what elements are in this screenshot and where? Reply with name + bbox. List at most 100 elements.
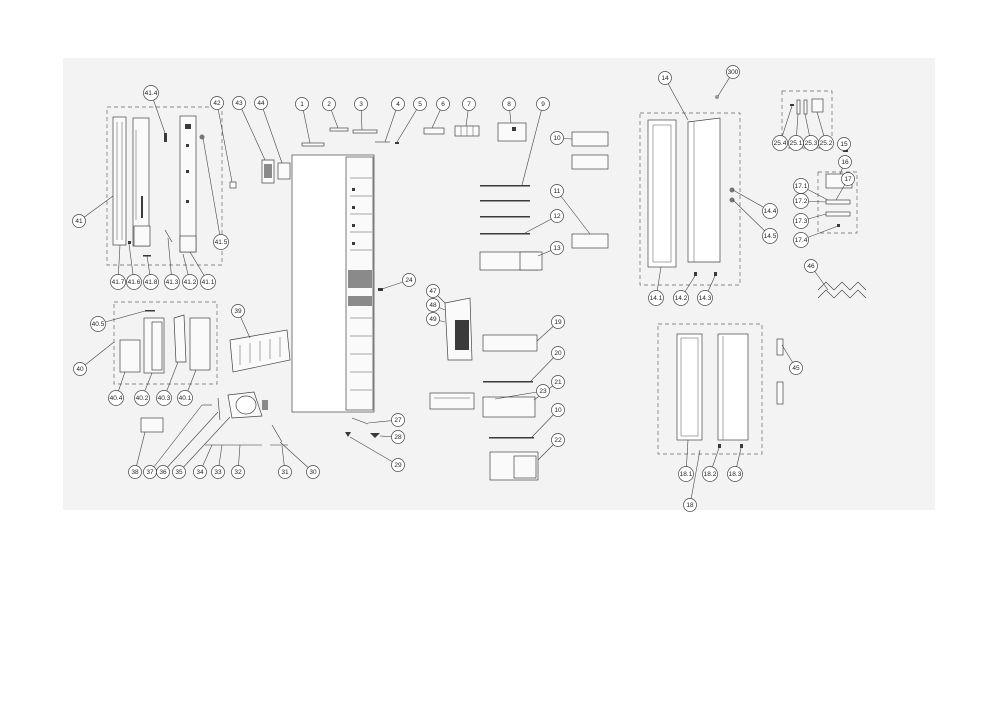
callout-label: 9: [541, 101, 545, 108]
callout-leader: [79, 341, 115, 370]
callout-label: 47: [429, 288, 437, 295]
callout-circle: [550, 241, 564, 255]
callout-bubble: 37: [143, 465, 157, 479]
callout-bubble: 32: [231, 465, 245, 479]
callout-label: 14.2: [675, 295, 688, 302]
callout-circle: [762, 203, 778, 219]
callout-label: 32: [234, 469, 242, 476]
callout-circle: [551, 346, 565, 360]
callout-bubble: 14: [658, 71, 672, 85]
group-frame-40: [113, 301, 218, 385]
callout-circle: [128, 465, 142, 479]
callout-label: 40.1: [179, 395, 192, 402]
callout-bubble: 6: [436, 97, 450, 111]
callout-label: 25.3: [805, 140, 818, 147]
callout-bubble: 5: [413, 97, 427, 111]
callout-bubble: 11: [550, 184, 564, 198]
callout-leader: [134, 431, 146, 473]
part-41-6-pad: [128, 241, 131, 244]
callout-label: 31: [281, 469, 289, 476]
callout-bubble: 25.3: [803, 135, 819, 151]
callout-bubble: 42: [210, 96, 224, 110]
callout-label: 41.6: [128, 279, 141, 286]
part-7-block: [454, 125, 480, 137]
callout-circle: [841, 172, 855, 186]
callout-leader: [732, 199, 771, 237]
group-frame-18: [657, 323, 763, 455]
callout-label: 8: [507, 101, 511, 108]
callout-label: 20: [554, 350, 562, 357]
callout-label: 36: [159, 469, 167, 476]
callout-circle: [210, 96, 224, 110]
callout-circle: [143, 85, 159, 101]
part-24-pin: [378, 288, 383, 291]
callout-leader: [202, 137, 222, 243]
callout-bubble: 22: [551, 433, 565, 447]
callout-label: 40.4: [110, 395, 123, 402]
callout-circle: [683, 498, 697, 512]
callout-label: 17.1: [795, 183, 808, 190]
callout-circle: [231, 465, 245, 479]
callout-label: 21: [554, 379, 562, 386]
part-18-2-hinge: [718, 444, 721, 448]
callout-label: 18.1: [680, 471, 693, 478]
callout-label: 33: [214, 469, 222, 476]
callout-bubble: 2: [322, 97, 336, 111]
part-18-3-hinge: [740, 444, 743, 448]
part-14-4-plug: [729, 187, 735, 193]
callout-bubble: 38: [128, 465, 142, 479]
callout-circle: [818, 135, 834, 151]
part-41-3-rod: [164, 229, 173, 243]
callout-bubble: 40.5: [90, 316, 106, 332]
part-13-drawer: [479, 251, 543, 271]
callout-label: 41.5: [215, 239, 228, 246]
callout-bubble: 3: [354, 97, 368, 111]
part-41-channel: [132, 117, 151, 247]
callout-bubble: 41.4: [143, 85, 159, 101]
part-15-clip: [843, 150, 848, 152]
callout-label: 40.2: [136, 395, 149, 402]
callout-circle: [673, 290, 689, 306]
callout-label: 24: [405, 277, 413, 284]
callout-label: 45: [792, 365, 800, 372]
part-18-door: [717, 333, 749, 441]
part-10-box-a: [571, 131, 609, 147]
callout-circle: [354, 97, 368, 111]
part-40-2-frame: [143, 317, 165, 374]
callout-label: 1: [300, 101, 304, 108]
callout-bubble: 17: [841, 172, 855, 186]
callout-circle: [391, 430, 405, 444]
callout-leader: [494, 390, 544, 400]
callout-circle: [413, 97, 427, 111]
callout-circle: [110, 274, 126, 290]
part-41-5-plug: [199, 134, 205, 140]
callout-bubble: 14.2: [673, 290, 689, 306]
callout-bubble: 4: [391, 97, 405, 111]
callout-bubble: 20: [551, 346, 565, 360]
callout-label: 34: [196, 469, 204, 476]
group-frame-25: [781, 90, 833, 149]
part-6-rail: [423, 127, 445, 135]
part-25-4-pin: [790, 104, 794, 106]
callout-leader: [279, 441, 314, 473]
callout-label: 6: [441, 101, 445, 108]
callout-circle: [143, 274, 159, 290]
part-41-4-clip: [164, 133, 167, 142]
callout-label: 10: [553, 135, 561, 142]
callout-bubble: 14.5: [762, 228, 778, 244]
callout-bubble: 18: [683, 498, 697, 512]
callout-label: 25.2: [820, 140, 833, 147]
callout-label: 10: [554, 407, 562, 414]
callout-label: 40.3: [158, 395, 171, 402]
part-45-bracket-b: [776, 381, 784, 405]
callout-circle: [804, 259, 818, 273]
callout-label: 35: [175, 469, 183, 476]
callout-circle: [838, 155, 852, 169]
part-30-pipe: [271, 424, 283, 443]
callout-label: 14.5: [764, 233, 777, 240]
callout-circle: [536, 384, 550, 398]
callout-bubble: 46: [804, 259, 818, 273]
callout-bubble: 17.3: [793, 213, 809, 229]
callout-label: 25.1: [790, 140, 803, 147]
callout-label: 25.4: [774, 140, 787, 147]
